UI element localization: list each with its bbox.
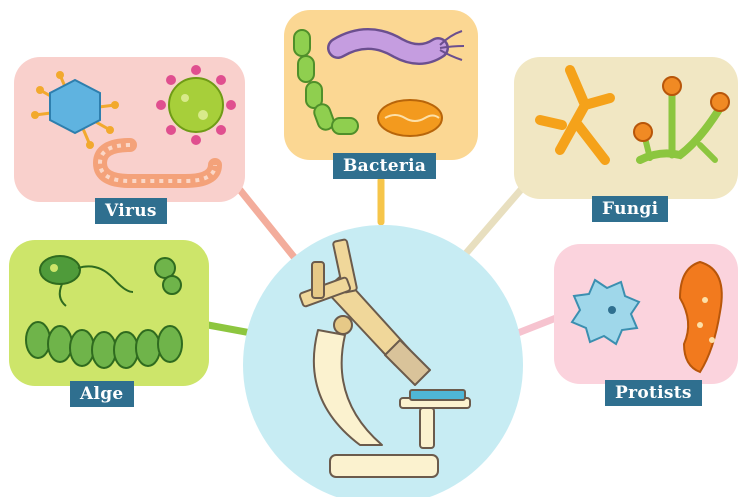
paramecium-icon — [680, 262, 722, 372]
label-protists: Protists — [605, 380, 702, 406]
amoeba-icon — [572, 280, 639, 344]
